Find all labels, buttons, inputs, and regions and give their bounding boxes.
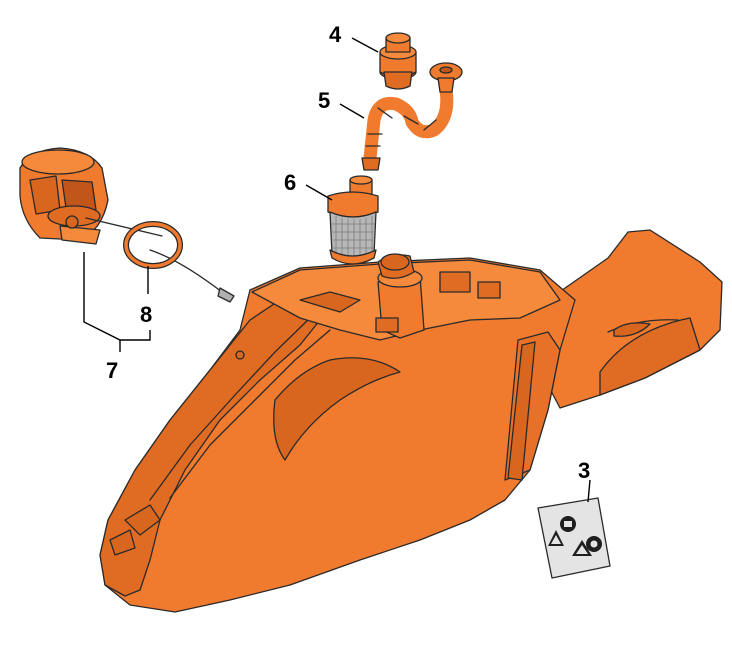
callout-3: 3 [578, 458, 590, 483]
part-3-warning-label [537, 497, 611, 579]
part-5-fuel-hose [361, 62, 463, 171]
warning-triangle-icon [548, 530, 564, 546]
callout-8: 8 [140, 302, 152, 327]
callout-6: 6 [284, 170, 296, 195]
part-4-valve [379, 32, 417, 90]
part-6-fuel-filter [327, 175, 379, 265]
callout-4: 4 [329, 22, 342, 47]
part-7-oil-pump-assembly [19, 147, 235, 303]
part-8-o-ring [123, 221, 183, 269]
tank-housing [99, 229, 723, 613]
eye-protection-icon [572, 540, 592, 556]
callout-7: 7 [106, 358, 118, 383]
ear-protection-icon [586, 536, 602, 552]
leader-lines [83, 37, 591, 503]
callout-5: 5 [318, 88, 330, 113]
read-manual-icon [560, 516, 576, 532]
